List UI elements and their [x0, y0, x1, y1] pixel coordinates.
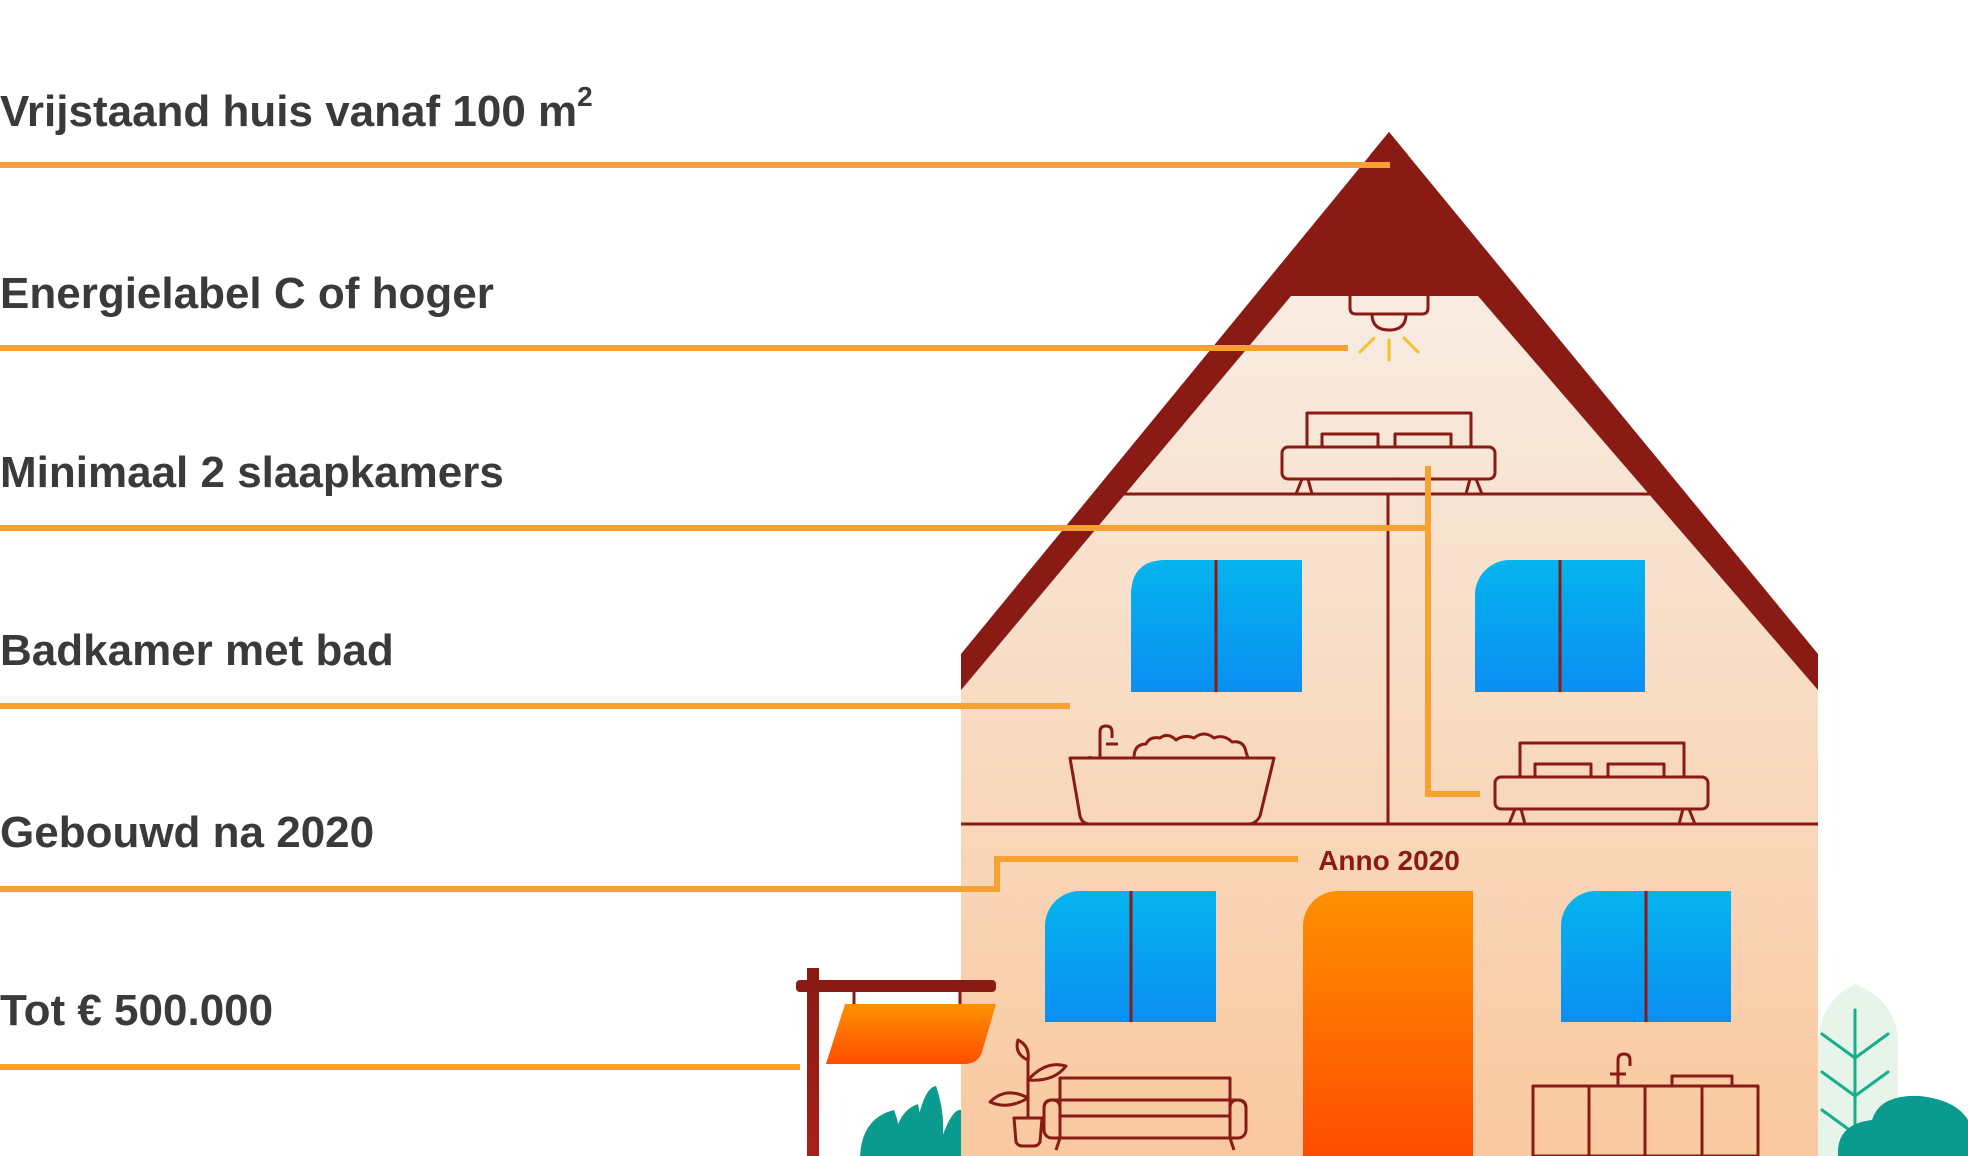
criterion-label-built: Gebouwd na 2020	[0, 808, 374, 857]
for-sale-sign	[796, 968, 996, 1156]
plant-icon	[988, 1038, 1068, 1148]
sofa-icon	[1042, 1076, 1248, 1151]
criterion-label-bedrooms: Minimaal 2 slaapkamers	[0, 448, 504, 497]
window-middle-left	[1131, 560, 1302, 692]
window-ground-left	[1045, 891, 1216, 1022]
bed-icon-attic	[1280, 411, 1497, 495]
kitchen-counter-icon	[1531, 1052, 1760, 1156]
window-middle-right	[1475, 560, 1645, 692]
criterion-label-size: Vrijstaand huis vanaf 100 m2	[0, 81, 593, 136]
bed-icon-middle	[1493, 741, 1710, 825]
window-ground-right	[1561, 891, 1731, 1022]
light-bulb-icon	[1348, 296, 1430, 362]
leader-line-bedrooms-lower	[1425, 528, 1480, 797]
criterion-label-bathroom: Badkamer met bad	[0, 626, 394, 675]
front-door	[1303, 891, 1473, 1156]
criterion-label-price: Tot € 500.000	[0, 986, 273, 1035]
criterion-label-energy: Energielabel C of hoger	[0, 269, 494, 318]
anno-label: Anno 2020	[1318, 845, 1460, 876]
bush-right	[1837, 1095, 1968, 1156]
roof	[961, 132, 1818, 690]
leader-line-built	[0, 856, 1298, 892]
bathtub-icon	[1068, 724, 1276, 826]
house: Anno 2020	[961, 132, 1818, 1156]
bush-left	[860, 1086, 961, 1156]
sign-board	[826, 1004, 996, 1064]
tree-right	[1818, 984, 1968, 1156]
criteria-list: Vrijstaand huis vanaf 100 m2 Energielabe…	[0, 81, 1480, 1070]
